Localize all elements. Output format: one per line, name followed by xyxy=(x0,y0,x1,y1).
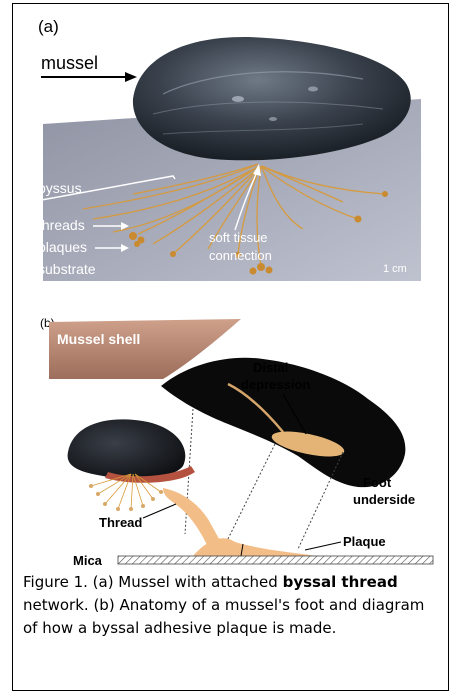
plaque-pointer xyxy=(305,542,341,550)
thread-pointer xyxy=(143,504,176,518)
scale-label: 1 cm xyxy=(383,263,407,275)
mica-substrate xyxy=(118,556,433,564)
foot-label-1: Foot xyxy=(363,475,392,490)
soft-tissue-label-1: soft tissue xyxy=(209,230,268,245)
plaques-label: plaques xyxy=(38,239,87,255)
figure-frame: (a) mussel byssus threads plaques substr… xyxy=(12,3,449,691)
panel-b: (b) Mussel shell Distal depression Foot … xyxy=(40,316,433,568)
foot-label-2: underside xyxy=(353,492,415,507)
figure-caption: Figure 1. (a) Mussel with attached byssa… xyxy=(23,571,441,640)
caption-part1: Figure 1. (a) Mussel with attached xyxy=(23,573,283,591)
distal-label-2: depression xyxy=(241,377,310,392)
panel-a: (a) mussel byssus threads plaques substr… xyxy=(36,13,421,281)
substrate-label: substrate xyxy=(38,261,96,277)
distal-label-1: Distal xyxy=(253,360,288,375)
panel-a-label: (a) xyxy=(38,17,59,36)
mussel-shell-label: Mussel shell xyxy=(57,331,140,347)
soft-tissue-label-2: connection xyxy=(209,248,272,263)
mussel-label: mussel xyxy=(41,53,98,73)
threads-label: threads xyxy=(38,217,85,233)
caption-bold: byssal thread xyxy=(283,573,398,591)
caption-part2: network. (b) Anatomy of a mussel's foot … xyxy=(23,596,424,637)
thread-label: Thread xyxy=(99,515,142,530)
plaque-label: Plaque xyxy=(343,534,386,549)
mica-label: Mica xyxy=(73,553,103,568)
thread-shape xyxy=(163,488,223,549)
